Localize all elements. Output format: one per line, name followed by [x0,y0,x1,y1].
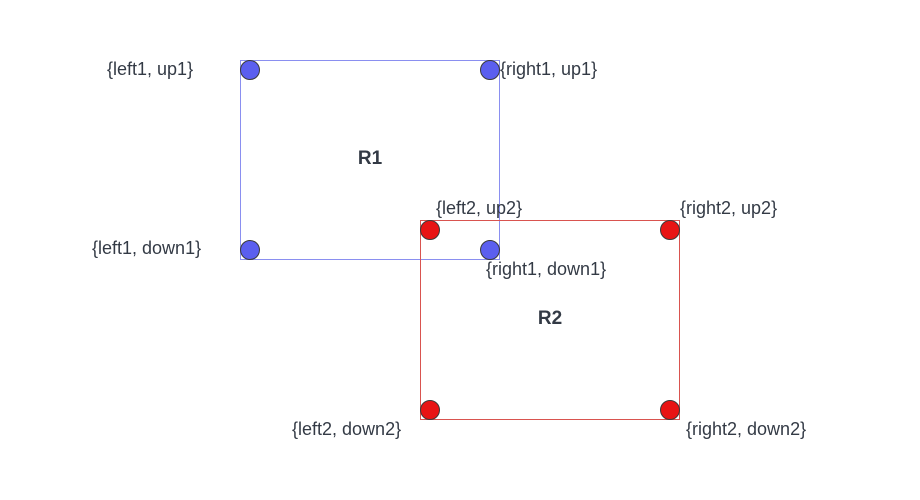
r2-top-right-label: {right2, up2} [680,198,778,218]
r1-bottom-right-point [480,240,500,260]
rectangle-r1 [240,60,500,260]
r1-top-left-label: {left1, up1} [107,59,194,79]
r1-bottom-left-label: {left1, down1} [92,238,202,258]
rectangle-r2-name: R2 [537,308,563,329]
r2-bottom-right-point [660,400,680,420]
r2-bottom-left-label: {left2, down2} [292,419,402,439]
r2-top-right-point [660,220,680,240]
r1-bottom-left-point [240,240,260,260]
r1-top-right-label: {right1, up1} [500,59,598,79]
r1-top-right-point [480,60,500,80]
r2-bottom-right-label: {right2, down2} [686,419,807,439]
r2-top-left-label: {left2, up2} [436,198,523,218]
rectangle-r1-name: R1 [357,148,383,169]
r1-top-left-point [240,60,260,80]
rectangle-r2 [420,220,680,420]
r2-top-left-point [420,220,440,240]
r2-bottom-left-point [420,400,440,420]
r1-bottom-right-label: {right1, down1} [486,259,607,279]
